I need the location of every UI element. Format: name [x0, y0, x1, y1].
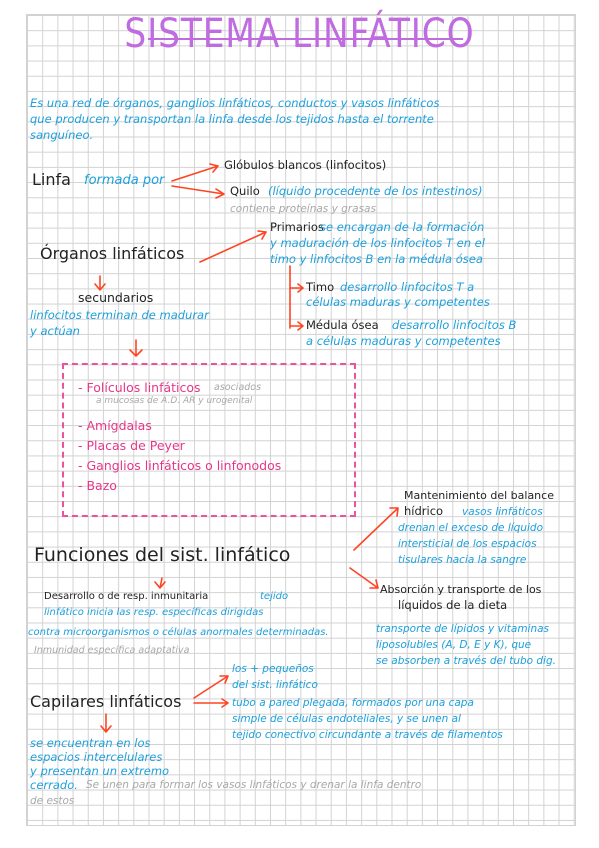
arrow-to-box	[129, 339, 143, 357]
capilares-below: espacios intercelulares	[30, 750, 163, 764]
medula-desc: a células maduras y competentes	[306, 334, 501, 348]
mantenimiento-desc: intersticial de los espacios	[398, 538, 537, 550]
arrow-linfa-globulos	[171, 163, 219, 182]
arrow-organos-primarios	[199, 230, 267, 263]
linfa-label: Linfa	[32, 170, 71, 189]
timo-label: Timo	[306, 280, 335, 294]
capilares-gray-note: Se unen para formar los vasos linfáticos…	[86, 779, 422, 791]
grid-paper	[26, 14, 576, 826]
foliculos-note: asociados	[214, 382, 262, 393]
list-item: - Bazo	[78, 478, 117, 493]
primarios-desc: y maduración de los linfocitos T en el	[270, 236, 485, 250]
capilares-label: Capilares linfáticos	[30, 692, 182, 711]
absorcion-desc: se absorben a través del tubo dig.	[376, 655, 556, 667]
capilares-below: se encuentran en los	[30, 736, 151, 750]
capilares-below: y presentan un extremo	[30, 764, 170, 778]
globulos-blancos: Glóbulos blancos (linfocitos)	[224, 158, 387, 172]
secundarios-label: secundarios	[78, 290, 154, 305]
foliculos-note: a mucosas de A.D. AR y urogenital	[96, 396, 253, 406]
secundarios-desc: y actúan	[30, 324, 80, 338]
arrow-capilares-1	[193, 675, 229, 699]
intro-line: Es una red de órganos, ganglios linfátic…	[30, 96, 440, 110]
inmunidad-note: Inmunidad específica adaptativa	[34, 645, 190, 656]
desarrollo-label: Desarrollo o de resp. inmunitaria	[44, 591, 209, 602]
quilo-desc: (líquido procedente de los intestinos)	[268, 184, 483, 198]
arrow-linfa-quilo	[171, 185, 225, 199]
arrow-absorcion	[349, 567, 379, 589]
arrow-organos-secundarios	[94, 275, 106, 291]
absorcion-desc: transporte de lípidos y vitaminas	[376, 623, 550, 635]
capilares-gray-note: de estos	[30, 795, 75, 807]
formada-por: formada por	[84, 173, 165, 188]
arrow-desarrollo	[154, 577, 166, 589]
intro-line: sanguíneo.	[30, 128, 94, 142]
absorcion-desc: liposolubles (A, D, E y K), que	[376, 639, 532, 651]
mantenimiento-desc: drenan el exceso de líquido	[398, 522, 544, 534]
capilares-right1: del sist. linfático	[232, 679, 318, 691]
medula-label: Médula ósea	[306, 318, 379, 332]
arrow-capilares-below	[100, 713, 112, 733]
primarios-desc: se encargan de la formación	[320, 220, 485, 234]
capilares-right2: tubo a pared plegada, formados por una c…	[232, 697, 474, 709]
quilo-label: Quilo	[230, 184, 260, 198]
secundarios-desc: linfocitos terminan de madurar	[30, 308, 209, 322]
desarrollo-desc: contra microorganismos o células anormal…	[28, 627, 329, 638]
funciones-label: Funciones del sist. linfático	[34, 544, 291, 566]
secundarios-box	[62, 363, 356, 517]
primarios-label: Primarios	[270, 220, 324, 234]
desarrollo-desc: tejido	[260, 591, 289, 602]
absorcion-label: líquidos de la dieta	[398, 598, 508, 612]
mantenimiento-desc: tisulares hacia la sangre	[398, 554, 527, 566]
arrow-capilares-2	[193, 698, 229, 708]
desarrollo-desc: linfático inicia las resp. específicas d…	[44, 607, 264, 618]
timo-desc: desarrollo linfocitos T a	[340, 280, 475, 294]
capilares-right2: simple de células endoteliales, y se une…	[232, 713, 461, 725]
organos-label: Órganos linfáticos	[40, 244, 185, 263]
quilo-note: contiene proteínas y grasas	[230, 203, 376, 215]
intro-line: que producen y transportan la linfa desd…	[30, 112, 434, 126]
list-item: - Folículos linfáticos	[78, 380, 201, 395]
list-item: - Amígdalas	[78, 418, 152, 433]
timo-desc: células maduras y competentes	[306, 295, 490, 309]
list-item: - Ganglios linfáticos o linfonodos	[78, 458, 282, 473]
list-item: - Placas de Peyer	[78, 438, 185, 453]
medula-desc: desarrollo linfocitos B	[392, 318, 517, 332]
capilares-below: cerrado.	[30, 778, 78, 792]
capilares-right2: tejido conectivo circundante a través de…	[232, 729, 503, 741]
arrow-mantenimiento	[353, 507, 399, 551]
primarios-desc: timo y linfocitos B en la médula ósea	[270, 252, 483, 266]
arrow-medula	[289, 321, 304, 331]
title-strike	[148, 38, 463, 40]
mantenimiento-label: hídrico	[404, 504, 444, 518]
mantenimiento-label: Mantenimiento del balance	[404, 489, 554, 502]
arrow-timo	[289, 283, 304, 293]
capilares-right1: los + pequeños	[232, 663, 314, 675]
mantenimiento-desc: vasos linfáticos	[462, 506, 543, 518]
absorcion-label: Absorción y transporte de los	[380, 583, 542, 596]
page-title: SISTEMA LINFÁTICO	[124, 11, 475, 57]
